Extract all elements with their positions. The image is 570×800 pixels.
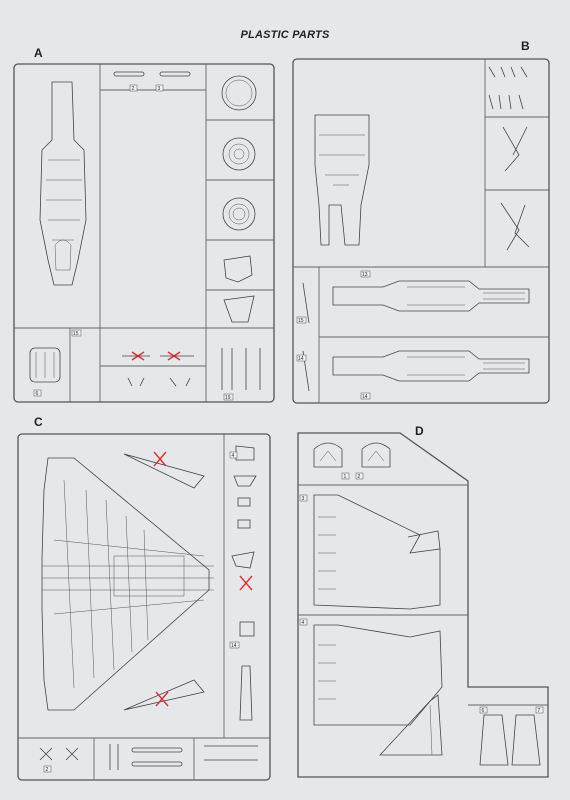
sprue-d: 1 2 3 4 6 7	[297, 432, 549, 778]
svg-text:6: 6	[36, 391, 39, 397]
sprue-c-label: C	[34, 415, 43, 429]
svg-text:2: 2	[46, 767, 49, 773]
svg-text:2: 2	[132, 86, 135, 92]
svg-text:13: 13	[362, 272, 368, 278]
svg-text:4: 4	[302, 620, 305, 626]
svg-text:2: 2	[358, 474, 361, 480]
svg-text:19: 19	[225, 395, 231, 401]
svg-text:7: 7	[538, 708, 541, 714]
svg-text:15: 15	[298, 318, 304, 324]
sprue-b: 13 15 14 14	[292, 58, 550, 404]
svg-text:14: 14	[231, 643, 237, 649]
sprue-a: 2 3 6 15 19	[13, 63, 275, 403]
svg-text:15: 15	[73, 331, 79, 337]
sprue-a-label: A	[34, 46, 43, 60]
sprue-c: 4 14 2	[17, 433, 271, 781]
sprue-d-label: D	[415, 424, 424, 438]
svg-text:1: 1	[344, 474, 347, 480]
page-title: PLASTIC PARTS	[240, 29, 330, 41]
svg-text:6: 6	[482, 708, 485, 714]
svg-text:14: 14	[362, 394, 368, 400]
svg-text:3: 3	[158, 86, 161, 92]
svg-text:14: 14	[298, 356, 304, 362]
svg-text:3: 3	[302, 496, 305, 502]
svg-text:4: 4	[232, 453, 235, 459]
sprue-b-label: B	[521, 39, 530, 53]
